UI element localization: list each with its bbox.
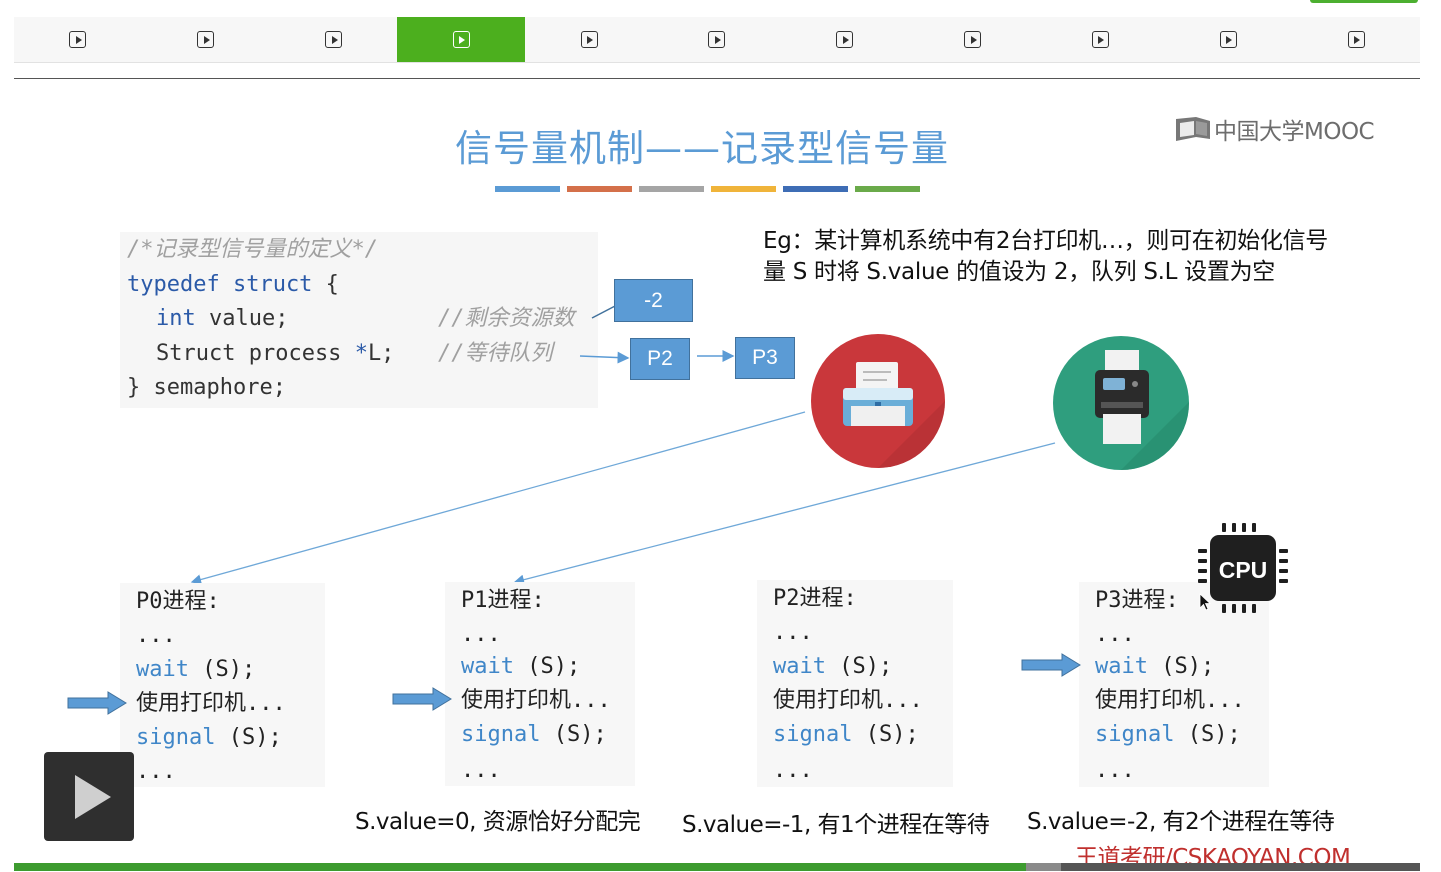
queue-arrow-1 (579, 351, 630, 364)
printer-icon (1053, 336, 1189, 470)
semaphore-code-block: /*记录型信号量的定义*/ typedef struct { int value… (120, 232, 598, 408)
top-accent-bar (1310, 0, 1418, 3)
printer-icon (811, 334, 945, 468)
process-name: P1进程: (461, 588, 545, 613)
play-icon (69, 31, 87, 48)
play-icon (197, 31, 215, 48)
title-underline-stripes (495, 186, 920, 192)
process-block-p3: P3进程:... wait (S); 使用打印机... signal (S);... (1079, 582, 1269, 787)
play-icon (1091, 31, 1109, 48)
caption-p2-state: S.value=-1, 有1个进程在等待 (682, 812, 990, 838)
code-ellipsis: ... (136, 759, 176, 784)
cpu-chip-icon: CPU (1198, 523, 1288, 613)
use-printer-line: 使用打印机... (136, 691, 286, 716)
slide-title: 信号量机制——记录型信号量 (455, 127, 949, 170)
code-ellipsis: ... (1095, 622, 1135, 647)
printer2-to-p1-arrow (513, 442, 1056, 585)
slide-nav-item-6[interactable] (653, 17, 781, 62)
title-stripe-2 (567, 186, 632, 192)
process-block-p2: P2进程:... wait (S); 使用打印机... signal (S);... (757, 580, 953, 787)
play-icon (1219, 31, 1237, 48)
logo-text: 中国大学MOOC (1214, 119, 1375, 145)
cursor-icon (1199, 593, 1212, 611)
video-play-button[interactable] (44, 752, 134, 841)
caption-p0-state: S.value=0, 资源恰好分配完 (355, 809, 641, 835)
code-ellipsis: ... (1095, 758, 1135, 783)
title-stripe-6 (855, 186, 920, 192)
mooc-logo-icon (1176, 117, 1210, 141)
current-line-arrow-p3 (1021, 653, 1081, 677)
slide-nav-item-9[interactable] (1037, 17, 1165, 62)
progress-buffer (1026, 863, 1062, 871)
queue-node-p3: P3 (735, 337, 795, 379)
title-stripe-1 (495, 186, 560, 192)
wait-call: wait (S); (136, 657, 256, 682)
play-icon (1347, 31, 1365, 48)
value-connector (591, 304, 618, 319)
play-icon (836, 31, 854, 48)
slide-nav-item-4[interactable] (397, 17, 526, 62)
code-ellipsis: ... (461, 622, 501, 647)
title-stripe-3 (639, 186, 704, 192)
slide-nav-item-11[interactable] (1292, 17, 1420, 62)
progress-played (14, 863, 1027, 871)
video-progress-bar[interactable] (14, 863, 1420, 871)
title-stripe-5 (783, 186, 848, 192)
play-icon (964, 31, 982, 48)
signal-call: signal (S); (136, 725, 282, 750)
signal-call: signal (S); (773, 722, 919, 747)
slide-nav-item-3[interactable] (270, 17, 398, 62)
process-name: P2进程: (773, 586, 857, 611)
slide-nav-item-10[interactable] (1164, 17, 1292, 62)
slide-nav-item-2[interactable] (142, 17, 270, 62)
wait-call: wait (S); (1095, 654, 1215, 679)
process-name: P3进程: (1095, 588, 1179, 613)
code-line-queue: Struct process *L; (156, 341, 395, 366)
title-stripe-4 (711, 186, 776, 192)
code-ellipsis: ... (461, 758, 501, 783)
play-icon (75, 774, 111, 819)
slide-nav-item-7[interactable] (781, 17, 909, 62)
slide-navigation (14, 17, 1420, 63)
queue-node-p2: P2 (630, 338, 690, 380)
mooc-logo: 中国大学MOOC (1174, 112, 1375, 146)
signal-call: signal (S); (1095, 722, 1241, 747)
code-line-end: } semaphore; (127, 375, 286, 400)
play-icon (325, 31, 343, 48)
code-ellipsis: ... (773, 758, 813, 783)
wait-call: wait (S); (461, 654, 581, 679)
slide-nav-item-5[interactable] (525, 17, 653, 62)
use-printer-line: 使用打印机... (461, 688, 611, 713)
code-ellipsis: ... (773, 620, 813, 645)
slide-nav-item-8[interactable] (909, 17, 1037, 62)
code-comment-value: //剩余资源数 (438, 306, 575, 331)
printer1-to-p0-arrow (190, 411, 806, 585)
wait-call: wait (S); (773, 654, 893, 679)
play-icon (580, 31, 598, 48)
play-icon (708, 31, 726, 48)
process-block-p0: P0进程:... wait (S); 使用打印机... signal (S);... (120, 583, 325, 787)
slide-nav-item-1[interactable] (14, 17, 142, 62)
code-comment: /*记录型信号量的定义*/ (127, 237, 378, 262)
semaphore-value-box: -2 (614, 279, 693, 322)
code-ellipsis: ... (136, 623, 176, 648)
play-icon (452, 31, 470, 48)
divider (14, 78, 1420, 79)
current-line-arrow-p1 (392, 687, 452, 711)
code-line-typedef: typedef struct { (127, 272, 339, 297)
code-line-value: int value; (156, 306, 289, 331)
process-name: P0进程: (136, 589, 220, 614)
signal-call: signal (S); (461, 722, 607, 747)
use-printer-line: 使用打印机... (1095, 688, 1245, 713)
process-block-p1: P1进程:... wait (S); 使用打印机... signal (S);... (445, 582, 635, 786)
current-line-arrow-p0 (67, 691, 127, 715)
code-comment-queue: //等待队列 (438, 341, 553, 366)
cpu-label: CPU (1219, 557, 1268, 583)
example-text: Eg：某计算机系统中有2台打印机…，则可在初始化信号量 S 时将 S.value… (763, 228, 1328, 285)
caption-p3-state: S.value=-2, 有2个进程在等待 (1027, 809, 1335, 835)
use-printer-line: 使用打印机... (773, 688, 923, 713)
